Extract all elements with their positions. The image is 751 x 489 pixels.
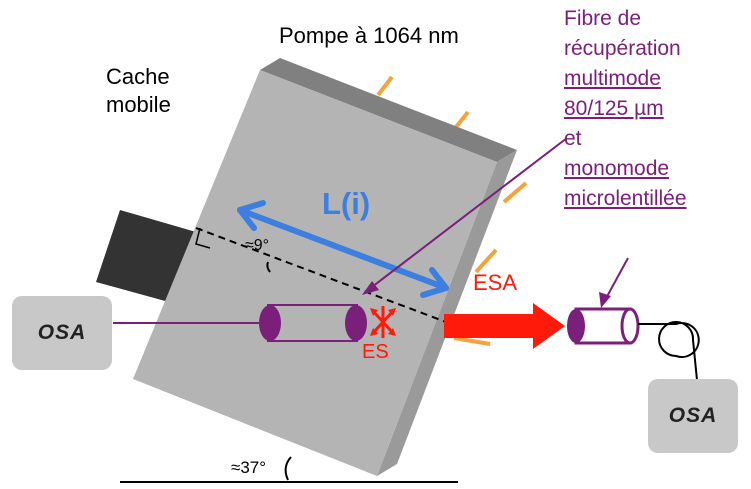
es-label: ES xyxy=(362,341,389,363)
sample-right-face xyxy=(377,150,517,476)
cache-label: Cache xyxy=(106,64,170,89)
fiber-pointer-head xyxy=(599,292,611,308)
fiber-note-line-1: Fibre de xyxy=(564,7,642,30)
pump-label: Pompe à 1064 nm xyxy=(279,23,459,48)
osa-left-text: OSA xyxy=(37,321,87,344)
note-pointer xyxy=(367,137,568,291)
length-label: L(i) xyxy=(322,186,371,221)
fiber-note-line-5: et xyxy=(564,127,582,150)
fiber-pointer xyxy=(603,257,629,303)
fiber-note-line-6: monomode xyxy=(564,157,670,180)
osa-right: OSA xyxy=(648,379,738,453)
large-angle-label: ≈37° xyxy=(231,458,267,477)
small-angle-label: ≈9° xyxy=(245,237,270,254)
fiber-note: Fibre de récupération multimode 80/125 µ… xyxy=(564,4,687,214)
right-fiber-cable xyxy=(638,321,700,381)
sample-front-face xyxy=(133,70,497,476)
osa-left: OSA xyxy=(12,296,112,370)
fiber-note-line-3: multimode xyxy=(564,67,661,90)
fiber-note-line-4: 80/125 µm xyxy=(564,97,664,120)
cache-label-line2: mobile xyxy=(106,92,171,117)
note-pointer-head xyxy=(362,281,379,295)
mobile-cache xyxy=(96,210,196,304)
es-emission-marker xyxy=(370,306,396,338)
osa-right-text: OSA xyxy=(668,404,718,427)
dashed-axis xyxy=(195,227,447,323)
length-arrow xyxy=(237,200,449,298)
esa-arrow xyxy=(444,303,565,349)
sample-top-face xyxy=(260,58,517,162)
right-angle-marker xyxy=(195,227,211,249)
fiber-note-line-2: récupération xyxy=(564,37,681,60)
large-angle-arc xyxy=(284,456,292,481)
fiber-note-line-7: microlentillée xyxy=(564,187,687,210)
small-angle-arc xyxy=(266,261,271,273)
esa-label: ESA xyxy=(473,270,518,295)
right-fiber xyxy=(567,307,640,345)
left-collection-fiber xyxy=(259,304,367,342)
